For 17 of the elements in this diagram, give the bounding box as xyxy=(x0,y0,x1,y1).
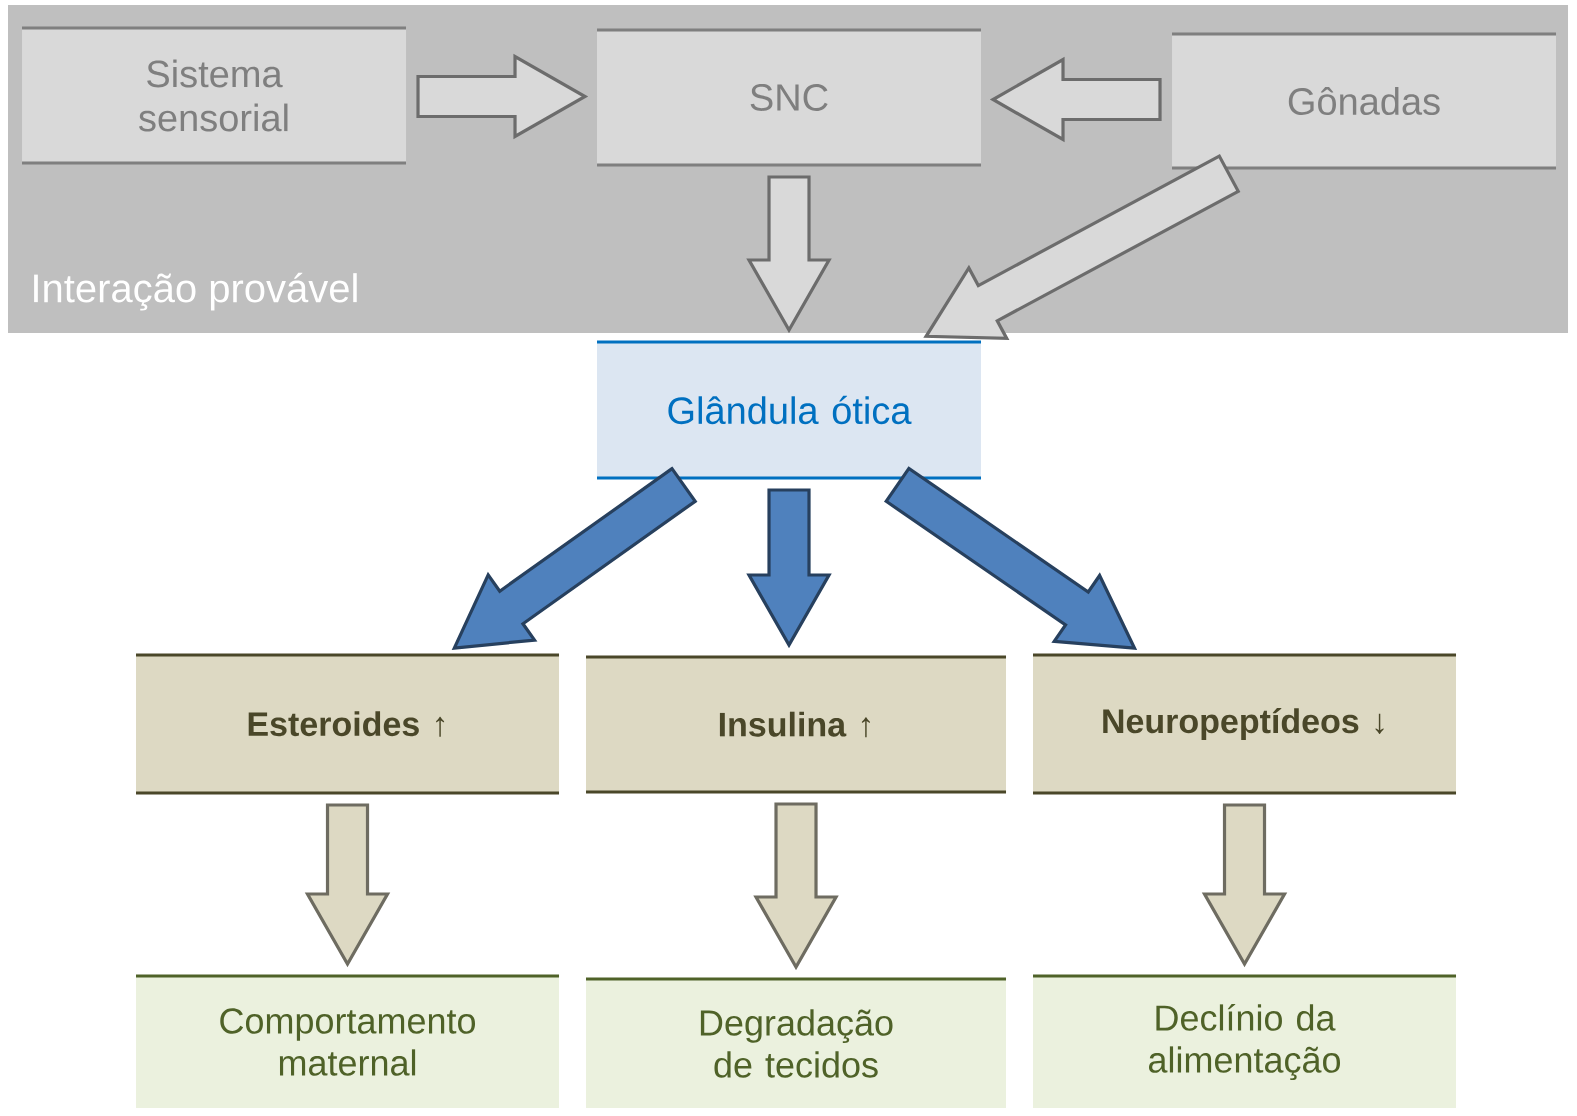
process-box: Sistema sensorial xyxy=(22,26,406,165)
process-box: Gônadas xyxy=(1172,32,1556,170)
block-arrow xyxy=(753,802,839,971)
block-arrow xyxy=(746,488,832,649)
hormone-box: Esteroides ↑ xyxy=(136,653,559,795)
block-arrow xyxy=(416,53,589,140)
outcome-box: Degradação de tecidos xyxy=(586,977,1006,1108)
block-arrow xyxy=(1201,803,1288,968)
block-arrow xyxy=(304,803,391,968)
outcome-box: Comportamento maternal xyxy=(136,974,559,1108)
block-arrow xyxy=(989,56,1162,143)
process-box: SNC xyxy=(597,28,981,167)
process-box: Glândula ótica xyxy=(597,340,981,480)
hormone-box: Insulina ↑ xyxy=(586,655,1006,794)
hormone-box: Neuropeptídeos ↓ xyxy=(1033,653,1456,795)
block-arrow xyxy=(746,175,832,334)
outcome-box: Declínio da alimentação xyxy=(1033,974,1456,1108)
